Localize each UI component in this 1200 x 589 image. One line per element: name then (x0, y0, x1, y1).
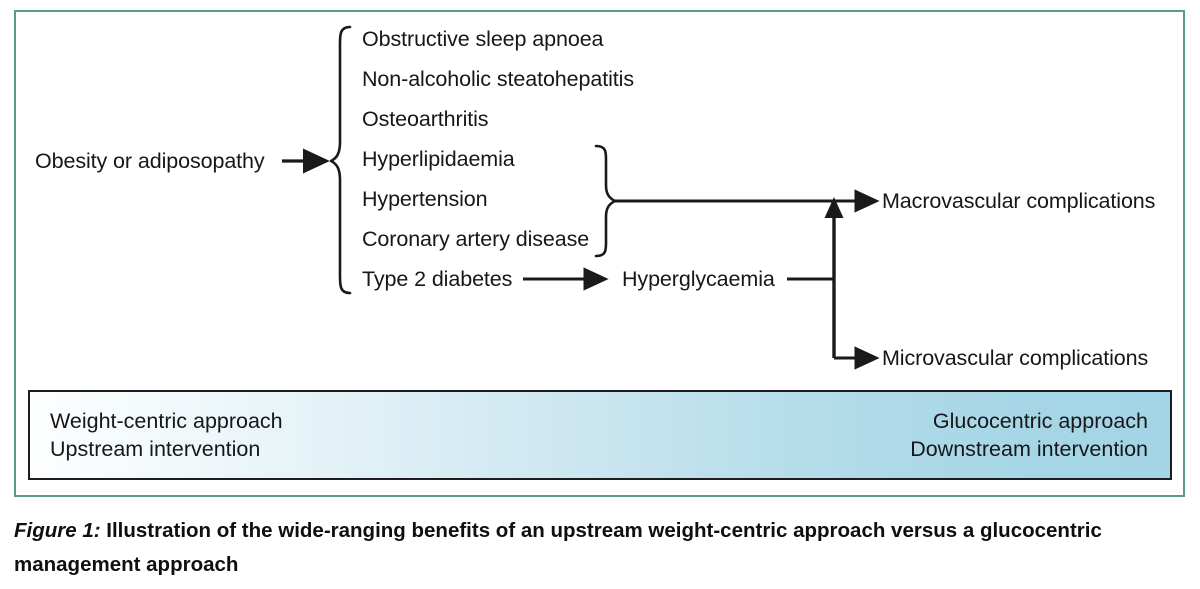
weight-centric-line-1: Weight-centric approach (50, 409, 283, 433)
approach-gradient-band: Weight-centric approach Upstream interve… (28, 390, 1172, 480)
condition-coronary-artery-disease: Coronary artery disease (362, 227, 590, 251)
node-obesity-or-adiposopathy: Obesity or adiposopathy (35, 149, 265, 173)
condition-hypertension: Hypertension (362, 187, 488, 211)
glucocentric-line-1: Glucocentric approach (932, 409, 1148, 433)
node-hyperglycaemia: Hyperglycaemia (622, 267, 775, 291)
condition-osteoarthritis: Osteoarthritis (362, 107, 489, 131)
condition-type-2-diabetes: Type 2 diabetes (362, 267, 513, 291)
outcome-macrovascular-complications: Macrovascular complications (882, 189, 1156, 213)
weight-centric-approach-label: Weight-centric approach Upstream interve… (50, 407, 283, 463)
glucocentric-approach-label: Glucocentric approach Downstream interve… (910, 407, 1148, 463)
outcome-microvascular-complications: Microvascular complications (882, 346, 1149, 370)
condition-obstructive-sleep-apnoea: Obstructive sleep apnoea (362, 27, 604, 51)
figure-number-label: Figure 1: (14, 519, 101, 542)
upstream-intervention-line: Upstream intervention (50, 437, 261, 461)
condition-non-alcoholic-steatohepatitis: Non-alcoholic steatohepatitis (362, 67, 634, 91)
figure-caption: Figure 1: Illustration of the wide-rangi… (14, 514, 1134, 582)
downstream-intervention-line: Downstream intervention (910, 437, 1148, 461)
figure-caption-text: Illustration of the wide-ranging benefit… (14, 519, 1102, 576)
condition-hyperlipidaemia: Hyperlipidaemia (362, 147, 515, 171)
